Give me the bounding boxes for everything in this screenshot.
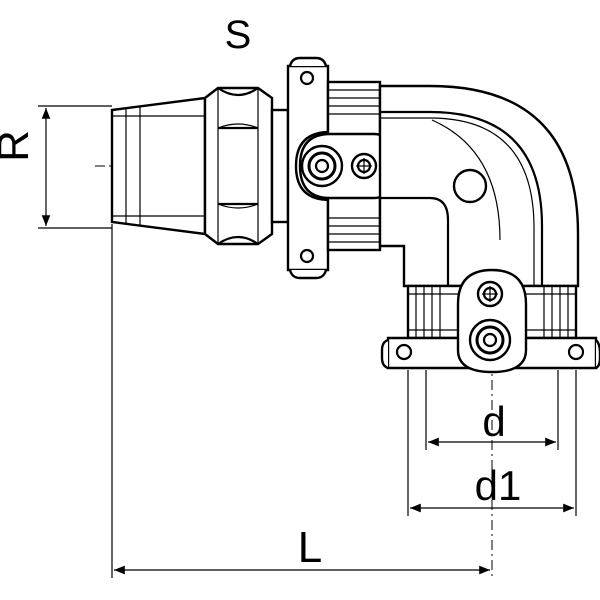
dimension-L: L	[111, 224, 490, 578]
label-L: L	[298, 523, 322, 572]
dimension-d1: d1	[407, 370, 577, 516]
label-R: R	[0, 130, 38, 162]
label-S: S	[225, 13, 252, 57]
threaded-end	[110, 96, 207, 236]
screw-vertical-small	[476, 280, 504, 308]
dimension-S: S	[225, 13, 252, 57]
dimension-R: R	[0, 105, 112, 229]
elbow-body	[378, 84, 580, 288]
label-d: d	[482, 398, 505, 445]
screw-horizontal-small	[350, 152, 378, 180]
dimension-d: d	[425, 370, 559, 450]
hex-nut	[203, 86, 290, 246]
screw-horizontal-large	[300, 144, 344, 188]
screw-vertical-large	[468, 318, 512, 362]
label-d1: d1	[475, 462, 522, 509]
